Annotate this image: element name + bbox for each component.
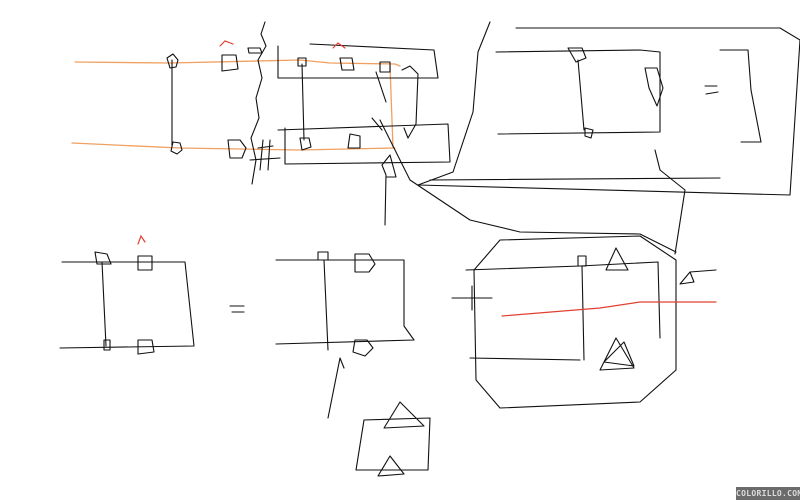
colorillo-watermark: COLORILLO.COM <box>736 487 800 500</box>
sketch-top-left <box>71 21 451 226</box>
sketch-bottom-middle <box>275 251 431 477</box>
sketch-bottom-left <box>59 234 245 355</box>
sketch-top-right <box>379 21 800 255</box>
sketch-bottom-right <box>451 235 717 409</box>
